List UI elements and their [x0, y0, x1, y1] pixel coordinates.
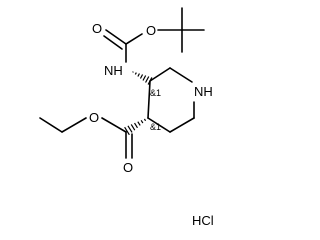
bond-ester-c-o	[101, 117, 127, 133]
ethyl-ester-group	[39, 117, 133, 159]
bond-c2-n1	[169, 67, 193, 83]
hash-mark	[134, 122, 138, 129]
hash-mark	[147, 117, 149, 119]
bond-carbonyl-double-1	[105, 29, 127, 45]
boc-ester-oxygen: O	[146, 23, 156, 38]
ester-oxygen: O	[89, 110, 99, 125]
structure-diagram: O O NH &1 NH &1 O O HCl	[39, 7, 214, 228]
ring-nh: NH	[194, 84, 213, 99]
nh-c3-hashed-bond	[132, 71, 153, 85]
hash-mark	[143, 118, 147, 122]
hash-mark	[142, 75, 147, 81]
bond-o-carbonyl	[125, 33, 143, 45]
bond-c6-c5	[169, 117, 195, 133]
carbamate-nh: NH	[104, 63, 123, 78]
hash-mark	[130, 124, 136, 131]
bond-c3-c2	[149, 67, 171, 82]
c4-ester-hashed-bond	[124, 117, 149, 136]
hash-mark	[137, 121, 141, 126]
bond-c4-c3	[147, 80, 151, 119]
bond-ch2-ch3	[39, 117, 63, 133]
hash-mark	[127, 125, 133, 133]
hash-mark	[124, 126, 130, 136]
bond-c5-c4	[147, 117, 171, 133]
hash-mark	[145, 76, 150, 83]
boc-group	[103, 7, 205, 63]
piperidine-ring	[147, 67, 195, 133]
stereo-label-c3: &1	[150, 88, 161, 98]
ester-carbonyl-oxygen: O	[123, 160, 133, 175]
bond-o-ch2	[61, 117, 87, 133]
hash-mark	[140, 120, 144, 124]
hydrochloride-salt: HCl	[192, 213, 214, 228]
hash-mark	[137, 73, 140, 77]
bond-carbonyl-double-2	[103, 35, 123, 50]
boc-carbonyl-oxygen: O	[92, 21, 102, 36]
hash-mark	[134, 72, 137, 75]
stereo-label-c4: &1	[150, 122, 161, 132]
hash-mark	[139, 74, 144, 79]
